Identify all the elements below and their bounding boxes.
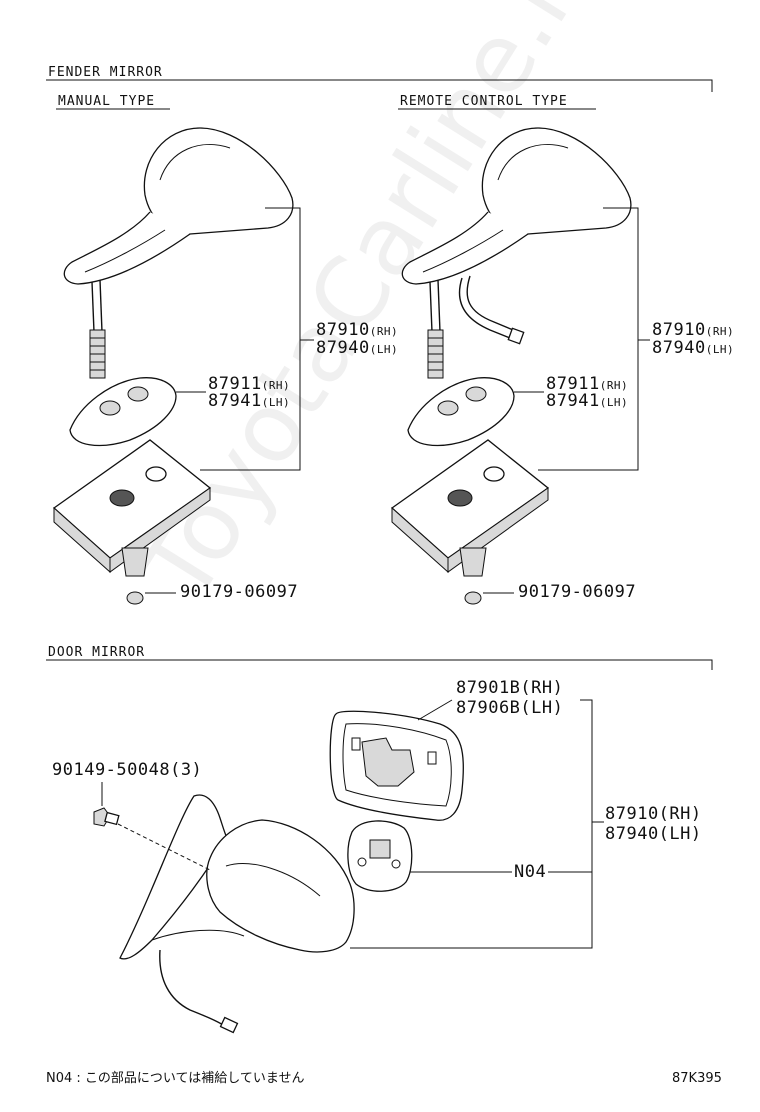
door-glass-lh-number: 87906B(LH)	[456, 698, 564, 718]
remote-assy-rh-number: 87910(RH)	[652, 320, 735, 340]
door-mirror-glass	[329, 710, 465, 821]
door-mirror-housing	[119, 794, 355, 960]
manual-base-lh-number: 87941(LH)	[208, 391, 291, 411]
manual-nut-number: 90179-06097	[180, 582, 299, 602]
door-motor-code: N04	[514, 862, 547, 882]
manual-assy-lh-number: 87940(LH)	[316, 338, 399, 358]
footnote: N04 : この部品については補給していません	[46, 1071, 305, 1086]
remote-mounting-plate	[390, 439, 550, 605]
glass-leader	[417, 699, 453, 721]
door-mirror-heading: DOOR MIRROR	[48, 645, 146, 660]
door-assy-bracket	[350, 699, 593, 949]
remote-nut-number: 90179-06097	[518, 582, 637, 602]
manual-assy-bracket	[200, 207, 301, 471]
manual-type-heading: MANUAL TYPE	[58, 94, 156, 109]
manual-assy-rh-number: 87910(RH)	[316, 320, 399, 340]
remote-control-type-heading: REMOTE CONTROL TYPE	[400, 94, 568, 109]
remote-base-lh-number: 87941(LH)	[546, 391, 629, 411]
manual-mounting-plate	[52, 439, 212, 605]
diagram-code: 87K395	[672, 1071, 722, 1086]
remote-base-rh-number: 87911(RH)	[546, 374, 629, 394]
remote-mirror-head	[401, 127, 632, 285]
remote-assy-lh-number: 87940(LH)	[652, 338, 735, 358]
remote-control-cable	[458, 275, 525, 345]
remote-mirror-base	[407, 377, 515, 447]
door-section-rule	[46, 659, 713, 670]
fender-mirror-heading: FENDER MIRROR	[48, 65, 163, 80]
door-assy-lh-number: 87940(LH)	[605, 824, 702, 844]
door-glass-rh-number: 87901B(RH)	[456, 678, 564, 698]
remote-assy-bracket	[538, 207, 639, 471]
manual-base-rh-number: 87911(RH)	[208, 374, 291, 394]
door-screw-number: 90149-50048(3)	[52, 760, 203, 780]
manual-mirror-head	[63, 127, 294, 285]
remote-mirror-stem	[427, 279, 444, 379]
manual-mirror-base	[69, 377, 177, 447]
door-mirror-screw	[93, 807, 211, 871]
door-mirror-harness	[159, 949, 239, 1034]
door-assy-rh-number: 87910(RH)	[605, 804, 702, 824]
door-mirror-motor	[347, 820, 413, 892]
fender-section-rule	[46, 79, 713, 92]
manual-mirror-stem	[89, 279, 106, 379]
